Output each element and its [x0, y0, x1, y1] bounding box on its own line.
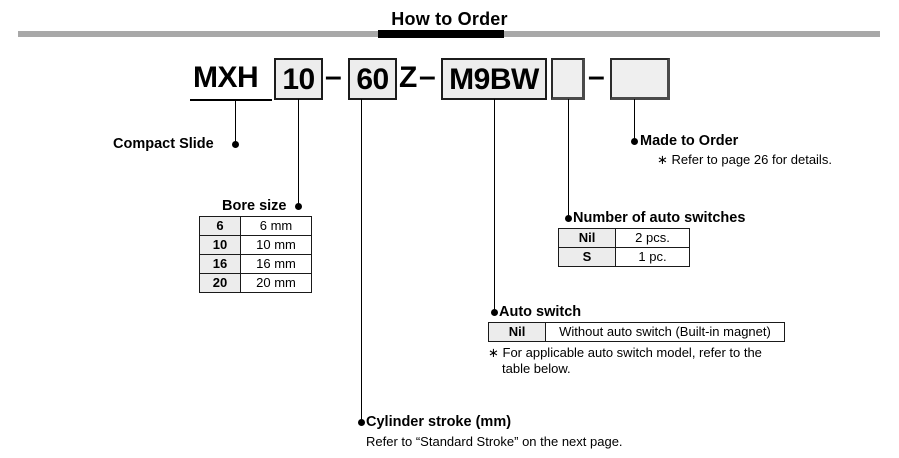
made-to-order-box[interactable] — [610, 58, 670, 100]
bore-size-key: 20 — [199, 273, 241, 293]
leader-dot-bore-size — [295, 203, 302, 210]
cylinder-stroke-box[interactable]: 60 — [348, 58, 397, 100]
leader-line-bore-size — [298, 99, 299, 206]
dash-2: – — [419, 60, 436, 93]
callout-auto-switch-note-line2: table below. — [502, 361, 571, 376]
bore-size-value: 6 mm — [240, 216, 312, 236]
callout-bore-size-title: Bore size — [222, 198, 287, 214]
leader-line-cylinder-stroke — [361, 99, 362, 422]
table-row: S 1 pc. — [558, 247, 690, 267]
bore-size-table: 6 6 mm 10 10 mm 16 16 mm 20 20 mm — [199, 216, 312, 293]
table-row: 6 6 mm — [199, 216, 312, 236]
leader-dot-auto-switch — [491, 309, 498, 316]
stroke-suffix-text: Z — [399, 61, 417, 94]
switch-qty-value: 1 pc. — [615, 247, 690, 267]
bore-size-key: 16 — [199, 254, 241, 274]
callout-auto-switch-title: Auto switch — [499, 304, 582, 320]
auto-switch-table: Nil Without auto switch (Built-in magnet… — [488, 322, 785, 342]
leader-dot-cylinder-stroke — [358, 419, 365, 426]
switch-qty-key: Nil — [558, 228, 616, 248]
dash-1: – — [325, 60, 342, 93]
auto-switch-key: Nil — [488, 322, 546, 342]
bore-size-value: 10 mm — [240, 235, 312, 255]
part-number-row: MXH 10 – 60 Z – M9BW – — [0, 56, 899, 102]
callout-compact-slide-title: Compact Slide — [113, 136, 214, 152]
callout-made-to-order-note: ∗ Refer to page 26 for details. — [657, 152, 832, 167]
leader-dot-compact-slide — [232, 141, 239, 148]
part-series-text: MXH — [193, 61, 259, 94]
bore-size-key: 6 — [199, 216, 241, 236]
auto-switch-value: Without auto switch (Built-in magnet) — [545, 322, 785, 342]
header-rule-accent — [378, 30, 504, 38]
number-of-auto-switches-table: Nil 2 pcs. S 1 pc. — [558, 228, 690, 267]
bore-size-box[interactable]: 10 — [274, 58, 323, 100]
table-row: Nil 2 pcs. — [558, 228, 690, 248]
callout-made-to-order-title: Made to Order — [640, 133, 739, 149]
part-series-underline — [190, 99, 272, 101]
leader-dot-number-of-auto-switches — [565, 215, 572, 222]
callout-cylinder-stroke-note: Refer to “Standard Stroke” on the next p… — [366, 434, 623, 449]
table-row: Nil Without auto switch (Built-in magnet… — [488, 322, 785, 342]
leader-line-auto-switch — [494, 99, 495, 312]
switch-qty-key: S — [558, 247, 616, 267]
bore-size-key: 10 — [199, 235, 241, 255]
auto-switch-box[interactable]: M9BW — [441, 58, 547, 100]
bore-size-value: 16 mm — [240, 254, 312, 274]
table-row: 10 10 mm — [199, 235, 312, 255]
bore-size-value: 20 mm — [240, 273, 312, 293]
leader-line-compact-slide — [235, 99, 236, 145]
callout-number-of-auto-switches-title: Number of auto switches — [573, 210, 746, 226]
callout-cylinder-stroke-title: Cylinder stroke (mm) — [366, 414, 512, 430]
callout-auto-switch-note-line1: ∗ For applicable auto switch model, refe… — [488, 345, 762, 360]
page-title: How to Order — [391, 9, 508, 29]
number-of-auto-switches-box[interactable] — [551, 58, 585, 100]
table-row: 20 20 mm — [199, 273, 312, 293]
leader-dot-made-to-order — [631, 138, 638, 145]
table-row: 16 16 mm — [199, 254, 312, 274]
leader-line-number-of-auto-switches — [568, 99, 569, 218]
switch-qty-value: 2 pcs. — [615, 228, 690, 248]
leader-line-made-to-order — [634, 99, 635, 141]
dash-3: – — [588, 60, 605, 93]
